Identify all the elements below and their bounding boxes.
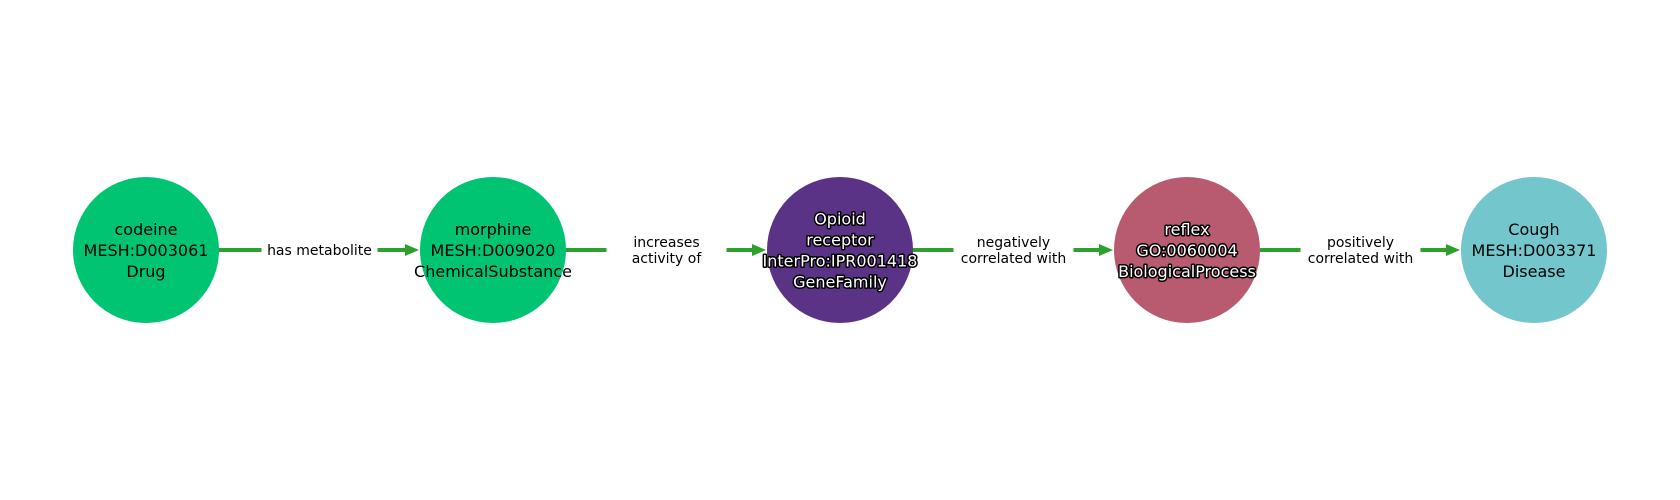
arrowhead-icon bbox=[752, 244, 766, 256]
arrowhead-icon bbox=[1099, 244, 1113, 256]
node-label: InterPro:IPR001418 bbox=[763, 252, 918, 271]
node-circle bbox=[1461, 177, 1607, 323]
edge-label: negatively bbox=[977, 235, 1050, 251]
node-label: morphine bbox=[455, 220, 532, 239]
node-label: Opioid bbox=[814, 210, 866, 229]
node-label: ChemicalSubstance bbox=[414, 262, 572, 281]
edge-label: increases bbox=[633, 235, 699, 251]
edge-label: positively bbox=[1327, 235, 1394, 251]
node-circle bbox=[767, 177, 913, 323]
node-label: BiologicalProcess bbox=[1118, 262, 1256, 281]
node-label: reflex bbox=[1164, 220, 1209, 239]
arrowhead-icon bbox=[405, 244, 419, 256]
node-label: Drug bbox=[126, 262, 165, 281]
edge-label: correlated with bbox=[1308, 251, 1413, 267]
node-label: MESH:D003061 bbox=[84, 241, 209, 260]
node-label: Disease bbox=[1503, 262, 1566, 281]
node-label: MESH:D009020 bbox=[431, 241, 556, 260]
node-circle bbox=[1114, 177, 1260, 323]
node-circle bbox=[73, 177, 219, 323]
edge-label: has metabolite bbox=[267, 243, 372, 259]
node-label: GeneFamily bbox=[793, 273, 887, 292]
edge-label: correlated with bbox=[961, 251, 1066, 267]
node-label: codeine bbox=[114, 220, 177, 239]
arrowhead-icon bbox=[1446, 244, 1460, 256]
node-circle bbox=[420, 177, 566, 323]
node-label: Cough bbox=[1508, 220, 1559, 239]
node-label: MESH:D003371 bbox=[1472, 241, 1597, 260]
node-label: receptor bbox=[806, 231, 874, 250]
edge-label: activity of bbox=[632, 251, 703, 267]
node-label: GO:0060004 bbox=[1136, 241, 1237, 260]
edge: has metabolite bbox=[219, 243, 419, 259]
graph-node: Opioid receptorInterPro:IPR001418GeneFami… bbox=[761, 177, 919, 323]
